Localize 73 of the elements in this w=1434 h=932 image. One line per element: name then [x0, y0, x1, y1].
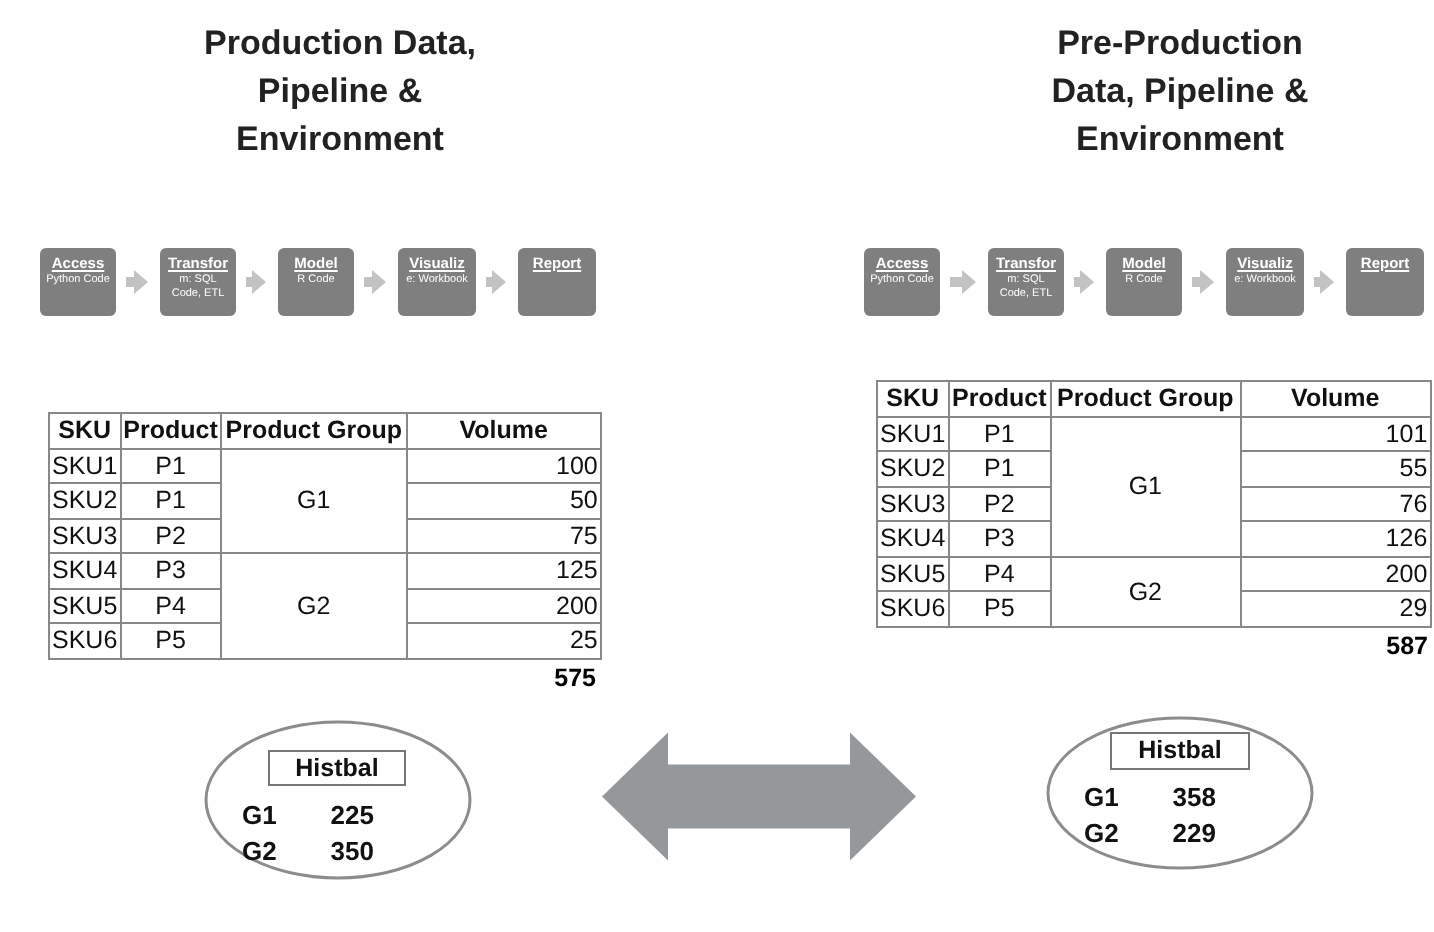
table-cell: G2: [1050, 556, 1241, 626]
table-cell: SKU2: [49, 483, 121, 518]
table-cell: 200: [1240, 556, 1431, 591]
total-value: 575: [552, 663, 596, 691]
section-heading: Pre-Production Data, Pipeline & Environment: [1049, 22, 1311, 162]
column-header: Product: [120, 413, 221, 448]
table-cell: 125: [406, 553, 601, 588]
table-cell: SKU6: [49, 623, 121, 658]
column-header: Volume: [1240, 381, 1431, 416]
table-cell: 29: [1240, 591, 1431, 626]
group-name: G2: [242, 836, 279, 868]
table-cell: SKU4: [877, 521, 949, 556]
process-step-box: [278, 248, 354, 316]
table-cell: G2: [220, 553, 407, 658]
table-cell: 76: [1240, 486, 1431, 521]
table-cell: G1: [1050, 416, 1241, 556]
group-total: 225: [328, 800, 374, 832]
column-header: Product Group: [1050, 381, 1241, 416]
table-cell: P3: [120, 553, 221, 588]
arrow: [246, 270, 266, 294]
arrow: [950, 270, 976, 294]
table-cell: 50: [406, 483, 601, 518]
table-cell: SKU2: [877, 451, 949, 486]
arrow: [1192, 270, 1214, 294]
arrow: [1314, 270, 1334, 294]
table-cell: 100: [406, 448, 601, 483]
table-cell: SKU6: [877, 591, 949, 626]
table-cell: 75: [406, 518, 601, 553]
column-header: Product Group: [220, 413, 407, 448]
table-cell: SKU3: [49, 518, 121, 553]
group-name: G1: [242, 800, 279, 832]
table-cell: P4: [948, 556, 1051, 591]
heading-box: Histbal: [1110, 732, 1250, 770]
group-name: G2: [1084, 818, 1121, 850]
process-step-box: [518, 248, 596, 316]
table-cell: 25: [406, 623, 601, 658]
table-cell: SKU5: [49, 588, 121, 623]
column-header: Product: [948, 381, 1051, 416]
arrow: [126, 270, 148, 294]
table-cell: SKU4: [49, 553, 121, 588]
process-step-box: [864, 248, 940, 316]
table-cell: P1: [120, 448, 221, 483]
table-cell: G1: [220, 448, 407, 553]
process-step-box: [988, 248, 1064, 316]
table-cell: P1: [948, 416, 1051, 451]
heading-box: Histbal: [268, 750, 406, 786]
group-total: 229: [1170, 818, 1216, 850]
process-step-box: [1226, 248, 1304, 316]
total-value: 587: [1384, 631, 1428, 659]
arrow: [1074, 270, 1094, 294]
process-step-box: [160, 248, 236, 316]
column-header: SKU: [877, 381, 949, 416]
double-arrow: [602, 732, 916, 861]
column-header: SKU: [49, 413, 121, 448]
group-name: G1: [1084, 782, 1121, 814]
table-cell: 101: [1240, 416, 1431, 451]
process-step-box: [1346, 248, 1424, 316]
process-step-box: [40, 248, 116, 316]
process-step-box: [398, 248, 476, 316]
arrow: [364, 270, 386, 294]
table-cell: SKU3: [877, 486, 949, 521]
arrow: [486, 270, 506, 294]
table-cell: SKU1: [877, 416, 949, 451]
column-header: Volume: [406, 413, 601, 448]
section-heading: Production Data, Pipeline & Environment: [201, 22, 478, 162]
group-total: 358: [1170, 782, 1216, 814]
group-total: 350: [328, 836, 374, 868]
table-cell: 55: [1240, 451, 1431, 486]
table-cell: SKU5: [877, 556, 949, 591]
table-cell: SKU1: [49, 448, 121, 483]
table-cell: 200: [406, 588, 601, 623]
table-cell: 126: [1240, 521, 1431, 556]
process-step-box: [1106, 248, 1182, 316]
